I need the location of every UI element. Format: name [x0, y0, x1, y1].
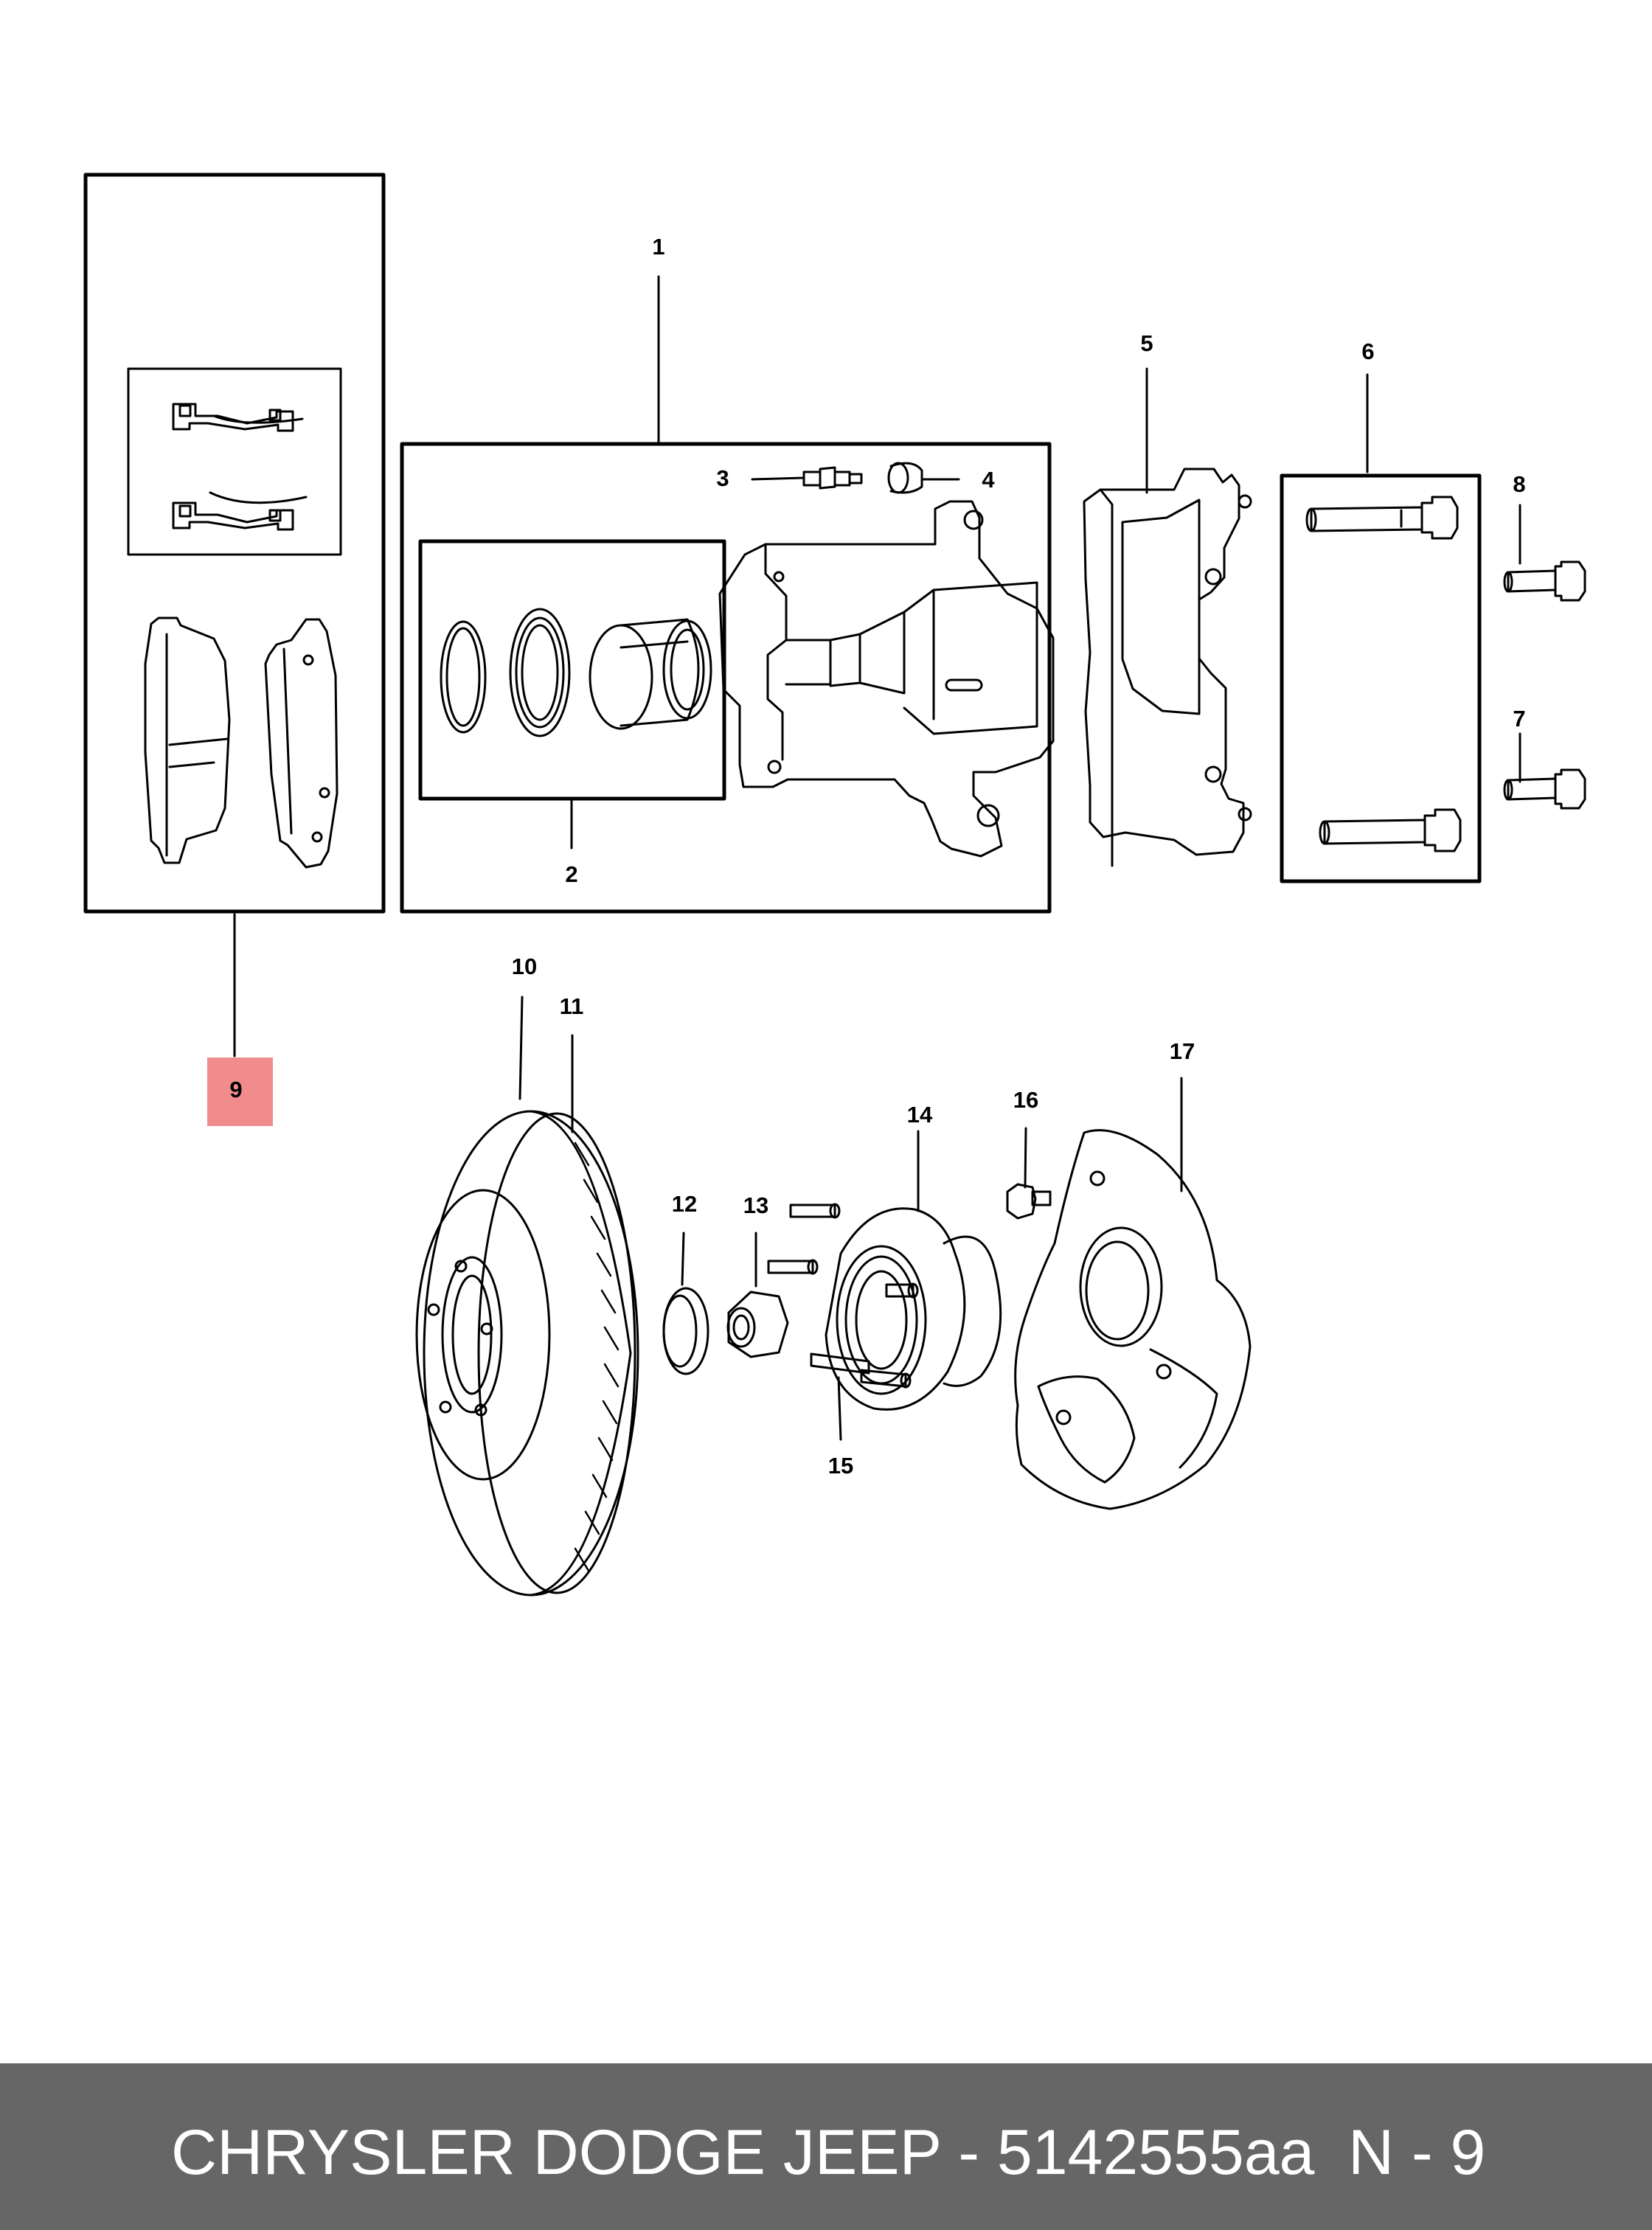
- piston-icon: [589, 618, 712, 730]
- callout-5: 5: [1140, 330, 1153, 356]
- callout-2: 2: [565, 861, 577, 887]
- callout-7: 7: [1513, 706, 1525, 732]
- callout-3: 3: [716, 465, 729, 491]
- guide-pin-kit-box: [1280, 473, 1482, 883]
- callout-6: 6: [1361, 338, 1374, 364]
- callout-4: 4: [982, 467, 995, 493]
- callout-11: 11: [560, 993, 584, 1019]
- wheel-hub-icon: [767, 1203, 1002, 1411]
- callout-14: 14: [907, 1102, 933, 1128]
- pin-boot-icon: [887, 462, 960, 494]
- part-9-highlight[interactable]: [207, 1057, 273, 1126]
- caliper-bracket-icon: [1083, 468, 1252, 867]
- bolt-8-icon: [1503, 560, 1586, 602]
- part-callout-code: N - 9: [1348, 2117, 1486, 2188]
- brake-rotor-icon: [415, 1110, 639, 1597]
- seal-kit-box: [418, 539, 726, 801]
- callout-10: 10: [512, 954, 537, 979]
- guide-pin-upper-icon: [1305, 496, 1459, 540]
- callout-17: 17: [1170, 1038, 1195, 1064]
- dust-cap-icon: [662, 1287, 709, 1375]
- splash-shield-icon: [1014, 1129, 1252, 1510]
- footer-bar: CHRYSLER DODGE JEEP - 5142555aa N - 9: [0, 2063, 1652, 2230]
- piston-seal-icon: [440, 620, 487, 734]
- pad-clip-box: [127, 367, 342, 556]
- callout-15: 15: [828, 1453, 853, 1479]
- guide-pin-lower-icon: [1319, 808, 1462, 852]
- caliper-icon: [718, 500, 1055, 858]
- part-title: CHRYSLER DODGE JEEP - 5142555aa: [171, 2117, 1315, 2188]
- callout-12: 12: [672, 1191, 697, 1217]
- callout-1: 1: [652, 234, 664, 260]
- dust-boot-icon: [509, 608, 571, 737]
- pad-kit-box: [83, 173, 386, 914]
- callout-13: 13: [743, 1192, 768, 1218]
- caliper-box: [400, 442, 1052, 914]
- hub-nut-icon: [726, 1291, 789, 1358]
- shield-screw-icon: [1006, 1183, 1052, 1220]
- pad-clips-icon: [172, 403, 308, 531]
- bolt-7-icon: [1503, 768, 1586, 810]
- callout-8: 8: [1513, 471, 1525, 497]
- callout-16: 16: [1013, 1087, 1038, 1113]
- brake-pad-icon: [144, 616, 339, 869]
- callout-9: 9: [229, 1077, 242, 1102]
